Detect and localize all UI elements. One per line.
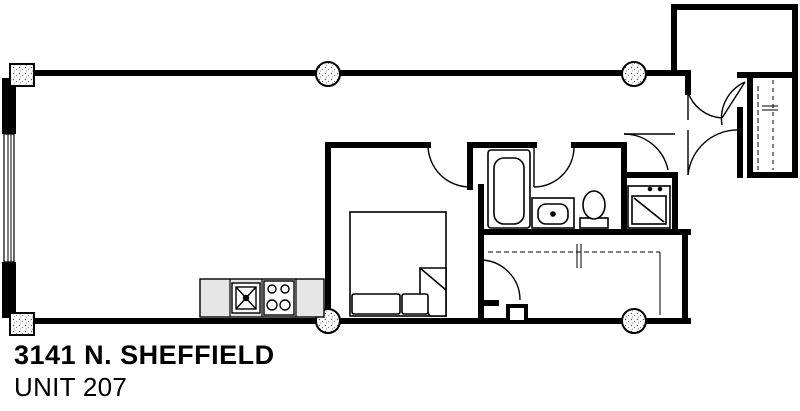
sink-icon [231,282,261,314]
bathtub-icon [487,149,531,229]
door-swings [427,81,746,301]
kitchen-counter [199,278,325,318]
door-swing-icon [687,81,746,126]
door-swing-icon [623,133,675,171]
column-icon [9,312,35,336]
column-icon [315,61,341,87]
door-swing-icon [687,129,741,176]
unit-number: UNIT 207 [14,372,128,402]
sink-icon [531,197,575,229]
door-swing-icon [480,259,521,301]
closet-post [506,304,528,324]
column-icon [621,308,647,334]
range-icon [263,280,295,316]
exterior-walls [19,4,798,324]
column-icon [621,61,647,87]
column-icon [9,63,35,87]
oven-icon [627,185,671,229]
door-swing-icon [427,144,471,188]
window-icon [2,78,16,318]
columns [9,61,647,336]
door-swing-icon [533,145,575,188]
toilet-icon [579,190,609,229]
bed-icon [349,211,447,317]
property-address: 3141 N. SHEFFIELD [14,340,275,370]
closet-doors [488,80,778,315]
